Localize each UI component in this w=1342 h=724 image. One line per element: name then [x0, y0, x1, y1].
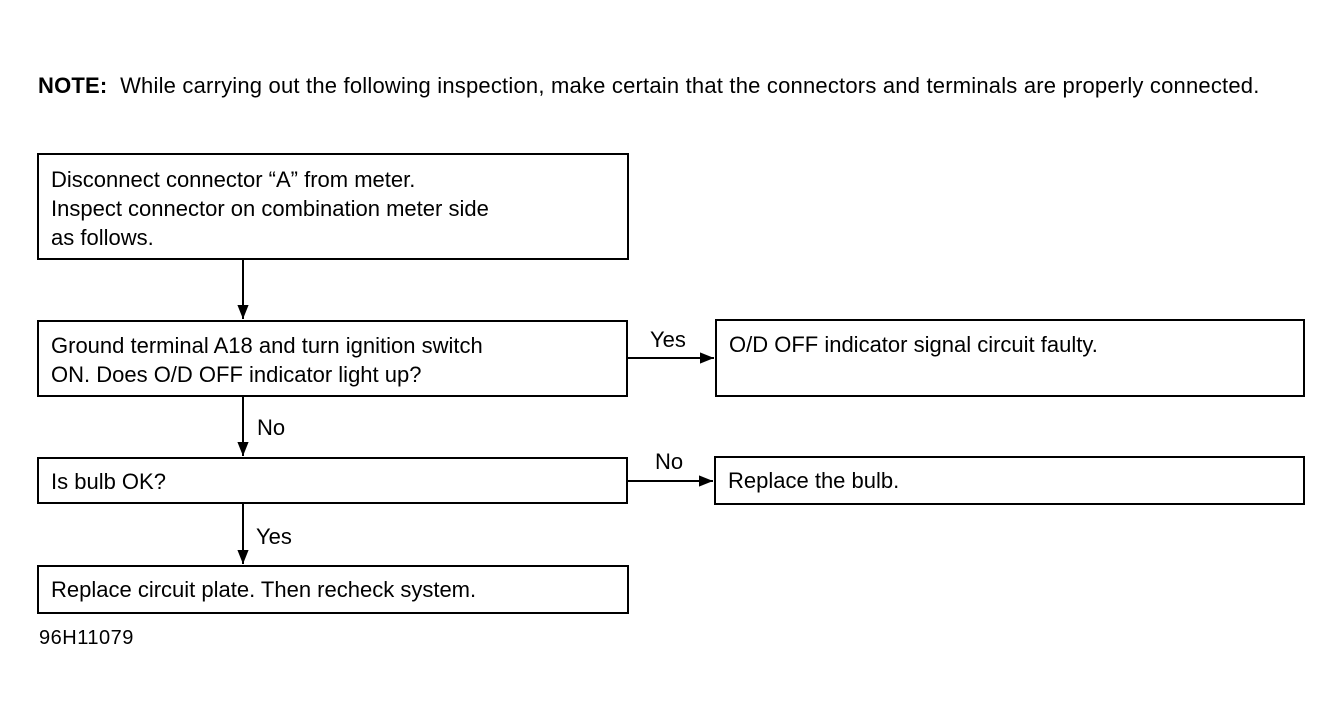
- branch-label-no: No: [655, 449, 684, 474]
- figure-code: 96H11079: [39, 627, 134, 649]
- step-disconnect-connector: Disconnect connector “A” from meter. Ins…: [37, 153, 629, 260]
- step-text-line: Ground terminal A18 and turn ignition sw…: [51, 333, 483, 358]
- step-text-line: Is bulb OK?: [51, 469, 166, 494]
- step-text-line: Replace the bulb.: [728, 468, 900, 493]
- step-text-line: Replace circuit plate. Then recheck syst…: [51, 577, 477, 602]
- branch-label-no: No: [257, 415, 286, 440]
- result-replace-bulb: Replace the bulb.: [714, 456, 1305, 505]
- step-is-bulb-ok: Is bulb OK?: [37, 457, 628, 504]
- result-signal-circuit-faulty: O/D OFF indicator signal circuit faulty.: [715, 319, 1305, 397]
- step-text-line: Inspect connector on combination meter s…: [51, 196, 489, 221]
- note-paragraph: NOTE: While carrying out the following i…: [38, 70, 1308, 101]
- step-text-line: as follows.: [51, 225, 154, 250]
- step-text-line: O/D OFF indicator signal circuit faulty.: [729, 332, 1098, 357]
- note-label: NOTE:: [38, 73, 108, 98]
- result-replace-circuit-plate: Replace circuit plate. Then recheck syst…: [37, 565, 629, 614]
- branch-label-yes: Yes: [650, 327, 686, 352]
- branch-label-yes: Yes: [256, 524, 292, 549]
- step-text-line: ON. Does O/D OFF indicator light up?: [51, 362, 422, 387]
- step-text-line: Disconnect connector “A” from meter.: [51, 167, 416, 192]
- note-text: While carrying out the following inspect…: [120, 73, 1260, 98]
- step-ground-terminal: Ground terminal A18 and turn ignition sw…: [37, 320, 628, 397]
